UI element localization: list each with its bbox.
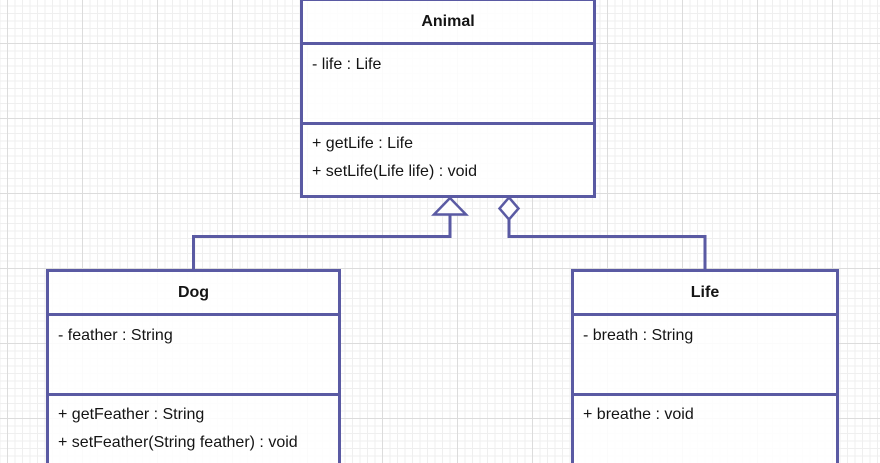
method-line: + breathe : void <box>583 406 694 423</box>
method-line: + setLife(Life life) : void <box>312 163 477 180</box>
aggregation-diamond-icon <box>497 195 521 222</box>
inheritance-edge[interactable] <box>192 214 452 269</box>
methods-section: + getFeather : String + setFeather(Strin… <box>49 396 338 463</box>
inheritance-connector[interactable] <box>192 196 469 269</box>
attributes-section: - breath : String <box>574 316 836 396</box>
inheritance-triangle-icon <box>431 196 469 216</box>
attributes-section: - feather : String <box>49 316 338 396</box>
aggregation-edge[interactable] <box>507 219 707 269</box>
class-box-life[interactable]: Life - breath : String + breathe : void <box>571 269 839 463</box>
class-name: Animal <box>421 12 475 30</box>
method-line: + setFeather(String feather) : void <box>58 434 298 451</box>
methods-section: + breathe : void <box>574 396 836 463</box>
class-header-life: Life <box>574 272 836 316</box>
method-line: + getFeather : String <box>58 406 205 423</box>
attribute-line: - life : Life <box>312 56 382 73</box>
attribute-line: - feather : String <box>58 327 173 344</box>
attribute-line: - breath : String <box>583 327 694 344</box>
class-header-dog: Dog <box>49 272 338 316</box>
attributes-section: - life : Life <box>303 45 593 125</box>
class-box-dog[interactable]: Dog - feather : String + getFeather : St… <box>46 269 341 463</box>
class-box-animal[interactable]: Animal - life : Life + getLife : Life + … <box>300 0 596 198</box>
aggregation-connector[interactable] <box>497 195 707 270</box>
class-name: Life <box>690 283 720 301</box>
class-name: Dog <box>177 283 210 301</box>
methods-section: + getLife : Life + setLife(Life life) : … <box>303 125 593 195</box>
method-line: + getLife : Life <box>312 135 413 152</box>
class-header-animal: Animal <box>303 1 593 45</box>
